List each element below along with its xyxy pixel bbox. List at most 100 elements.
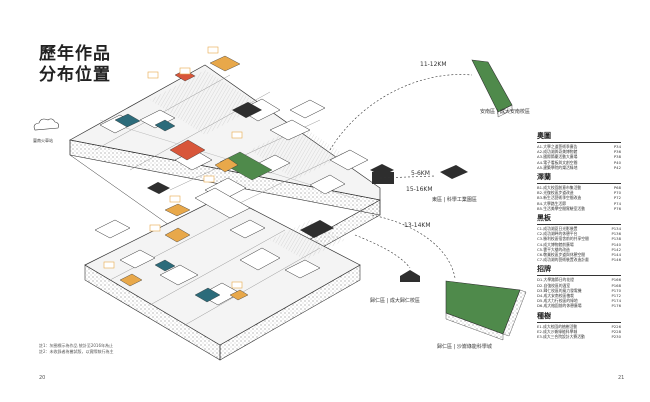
lower-block <box>84 194 361 361</box>
page-number-left: 20 <box>39 375 46 381</box>
project-highlights <box>114 55 273 303</box>
legend-item-page: P228 <box>611 328 621 334</box>
map-label-station: 臺南火車站 <box>33 138 53 143</box>
legend-item-label: A5.建築學院的樂活綠地 <box>537 164 578 170</box>
legend-item-page: P166 <box>611 277 621 283</box>
legend-item: A1.大學之道藝術季廣告 P34 <box>537 144 621 149</box>
legend-item-label: D5.成大力行校區的綠地 <box>537 298 578 304</box>
distance-zhongshi: 5-6KM <box>411 170 430 177</box>
legend-item-label: C4.成大博物館前廣場 <box>537 241 574 247</box>
site-label-guiren-building: 歸仁區 | 成大歸仁校區 <box>370 298 420 304</box>
legend-item-page: P34 <box>613 144 621 149</box>
legend-item-page: P172 <box>611 293 621 299</box>
legend-item: A4.電子看板與文創空間 P40 <box>537 160 621 165</box>
legend-item-label: D1.大學路節日的花燈 <box>537 277 574 283</box>
legend-item-page: P168 <box>611 282 621 288</box>
legend-item-label: C5.雲平大樓的改造 <box>537 246 570 252</box>
legend-item-page: P74 <box>613 200 621 206</box>
legend-group-title: 招牌 <box>537 265 621 277</box>
legend-item-page: P42 <box>613 164 621 170</box>
legend-group-title: 黑板 <box>537 214 621 226</box>
legend-item-page: P36 <box>613 149 621 155</box>
legend-item-label: B3.新生活藝術季空間改造 <box>537 195 582 201</box>
legend-item: D3.歸仁校區的風力發電機 P170 <box>537 288 621 293</box>
legend-item: C3.勝利校區宿舍前的共享空間 P138 <box>537 236 621 241</box>
legend-item-page: P68 <box>613 185 621 191</box>
site-label-guiren-field: 歸仁區 | 沙崙綠能科學城 <box>437 344 492 350</box>
legend-item-label: E2.成大沙崙綠能科學城 <box>537 328 578 334</box>
legend-group-title: 奧圖 <box>537 132 621 143</box>
legend-item-label: A4.電子看板與文創空間 <box>537 159 578 165</box>
legend-item-label: B1.成大校園創意市集活動 <box>537 185 582 191</box>
legend-item-label: A2.成功湖與奇美博物館 <box>537 149 578 155</box>
legend-item-page: P144 <box>611 252 621 258</box>
legend-item-page: P72 <box>613 195 621 201</box>
legend-item: C5.雲平大樓的改造 P142 <box>537 247 621 252</box>
legend-item: C1.成功湖夏日光影裝置 P134 <box>537 226 621 231</box>
legend-item-page: P230 <box>611 334 621 340</box>
title-line-1: 歷年作品 <box>39 44 111 64</box>
title-line-2: 分布位置 <box>39 65 111 85</box>
legend-item-label: C6.敬業校區步道與休憩空間 <box>537 252 586 258</box>
legend-item-page: P70 <box>613 190 621 196</box>
legend-item-page: P174 <box>611 298 621 304</box>
legend-item-label: C2.成功湖畔的休憩平台 <box>537 231 578 237</box>
legend-item: D5.成大力行校區的綠地 P174 <box>537 298 621 303</box>
legend-group-title: 種樹 <box>537 312 621 323</box>
legend-item-page: P40 <box>613 159 621 165</box>
footnote: 註1：灰圈標示為作品 統計至2016年為止 <box>39 343 113 348</box>
legend-item-page: P142 <box>611 246 621 252</box>
legend-item-page: P136 <box>611 231 621 237</box>
distance-guiren-near: 15-16KM <box>406 186 433 193</box>
site-label-anshun: 安南區 | 成大安南校區 <box>480 109 530 115</box>
dark-buildings <box>147 102 468 238</box>
legend-item-label: C1.成功湖夏日光影裝置 <box>537 226 578 232</box>
legend-item-page: P76 <box>613 205 621 211</box>
page-number-right: 21 <box>618 375 625 381</box>
legend-item: E2.成大沙崙綠能科學城 P228 <box>537 329 621 334</box>
legend-item-page: P138 <box>611 236 621 242</box>
footnote: 註2：未收錄者為嘗試版，以實際執行為主 <box>39 349 114 354</box>
legend-item-page: P170 <box>611 287 621 293</box>
legend-item: C6.敬業校區步道與休憩空間 P144 <box>537 252 621 257</box>
distance-anshun: 11-12KM <box>420 61 447 68</box>
legend-item: B1.成大校園創意市集活動 P68 <box>537 185 621 190</box>
buildings <box>94 98 369 306</box>
legend-item-label: D3.歸仁校區的風力發電機 <box>537 287 582 293</box>
legend-item-label: A1.大學之道藝術季廣告 <box>537 144 578 149</box>
legend-item: D2.自強校區的溫室 P168 <box>537 283 621 288</box>
legend-item: D1.大學路節日的花燈 P166 <box>537 277 621 282</box>
legend-item-label: B5.生活美學空間實驗室活動 <box>537 205 585 211</box>
legend-item-label: D6.成大榕園前的休憩廣場 <box>537 303 582 309</box>
legend-item-page: P38 <box>613 154 621 160</box>
legend-item: B5.生活美學空間實驗室活動 P76 <box>537 206 621 211</box>
legend-item-page: P226 <box>611 323 621 329</box>
legend-item-label: E3.成大三合院設計大賽活動 <box>537 334 585 340</box>
legend-item: E3.成大三合院設計大賽活動 P230 <box>537 334 621 339</box>
legend-item-label: C3.勝利校區宿舍前的共享空間 <box>537 236 589 242</box>
legend-item-page: P176 <box>611 303 621 309</box>
distance-connectors <box>329 74 473 279</box>
legend-item: D4.成大安南校區植栽 P172 <box>537 293 621 298</box>
legend-item-page: P134 <box>611 226 621 232</box>
cloud-icon <box>33 118 59 131</box>
site-label-zhongshi: 東區 | 科學工業園區 <box>432 197 477 203</box>
page-title: 歷年作品 分布位置 <box>39 44 111 86</box>
legend-item-label: D4.成大安南校區植栽 <box>537 293 574 299</box>
legend-item: C2.成功湖畔的休憩平台 P136 <box>537 231 621 236</box>
legend-item: B3.新生活藝術季空間改造 P72 <box>537 195 621 200</box>
legend-item-label: B4.大學路生活節 <box>537 200 567 206</box>
legend-item-label: D2.自強校區的溫室 <box>537 282 571 288</box>
distance-guiren-far: 13-14KM <box>404 222 431 229</box>
